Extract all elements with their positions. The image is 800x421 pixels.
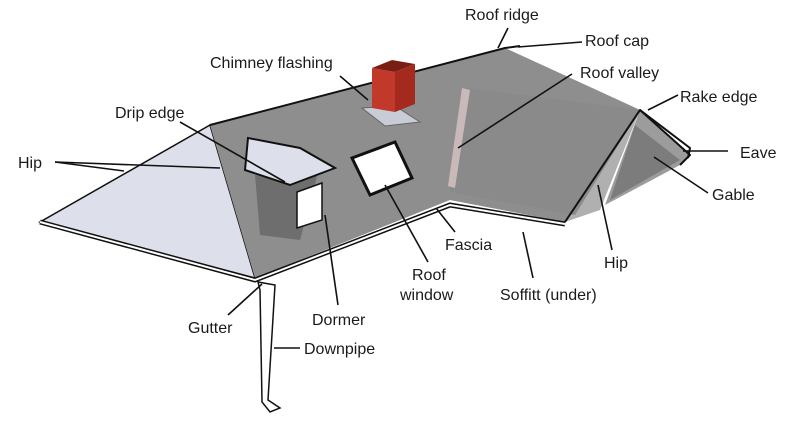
leader-drip-edge [179,121,286,183]
dormer-window [296,181,323,230]
roof-valley-strip [448,88,470,188]
label-rake-edge: Rake edge [680,89,757,106]
roof-window-shape [349,140,415,197]
leader-hip-left-a [54,161,125,172]
downpipe-shape [256,281,282,413]
leader-hip-right [597,184,613,251]
label-roof-valley: Roof valley [580,65,659,82]
label-gutter: Gutter [188,320,233,337]
leader-roof-ridge [497,27,509,49]
leader-hip-left-b [54,161,221,169]
label-eave: Eave [740,145,777,162]
label-hip-left: Hip [18,155,42,172]
chimney-top [372,60,415,72]
rake-edge-line [564,109,691,223]
label-downpipe: Downpipe [304,341,375,358]
gable-shadow [610,125,680,200]
leader-chimney [339,75,369,101]
gutter-highlight [39,203,566,282]
roof-ridge-line [209,45,521,126]
leader-dormer [324,214,339,306]
label-hip-right: Hip [604,255,628,272]
label-dormer: Dormer [312,312,366,329]
leader-roof-valley [457,73,573,149]
label-roof-ridge: Roof ridge [465,7,539,24]
leader-rake-edge [647,94,679,111]
label-soffitt: Soffitt (under) [500,287,597,304]
chimney-front [372,68,395,112]
label-chimney-flashing: Chimney flashing [210,55,333,72]
leader-gable [653,156,709,194]
dormer-roof [243,136,338,187]
label-roof-window-2: window [399,287,454,304]
label-roof-window-1: Roof [412,267,446,284]
leader-roof-window [384,184,429,263]
label-drip-edge: Drip edge [115,105,184,122]
eave-edge [639,109,691,159]
chimney-side [395,64,415,112]
leader-fascia [435,207,456,233]
label-roof-cap: Roof cap [585,33,649,50]
label-fascia: Fascia [445,237,492,254]
leader-roof-cap [517,41,583,48]
leader-soffitt [522,231,534,279]
leader-gutter [227,283,263,316]
label-gable: Gable [712,187,755,204]
right-wing-face [450,88,640,215]
